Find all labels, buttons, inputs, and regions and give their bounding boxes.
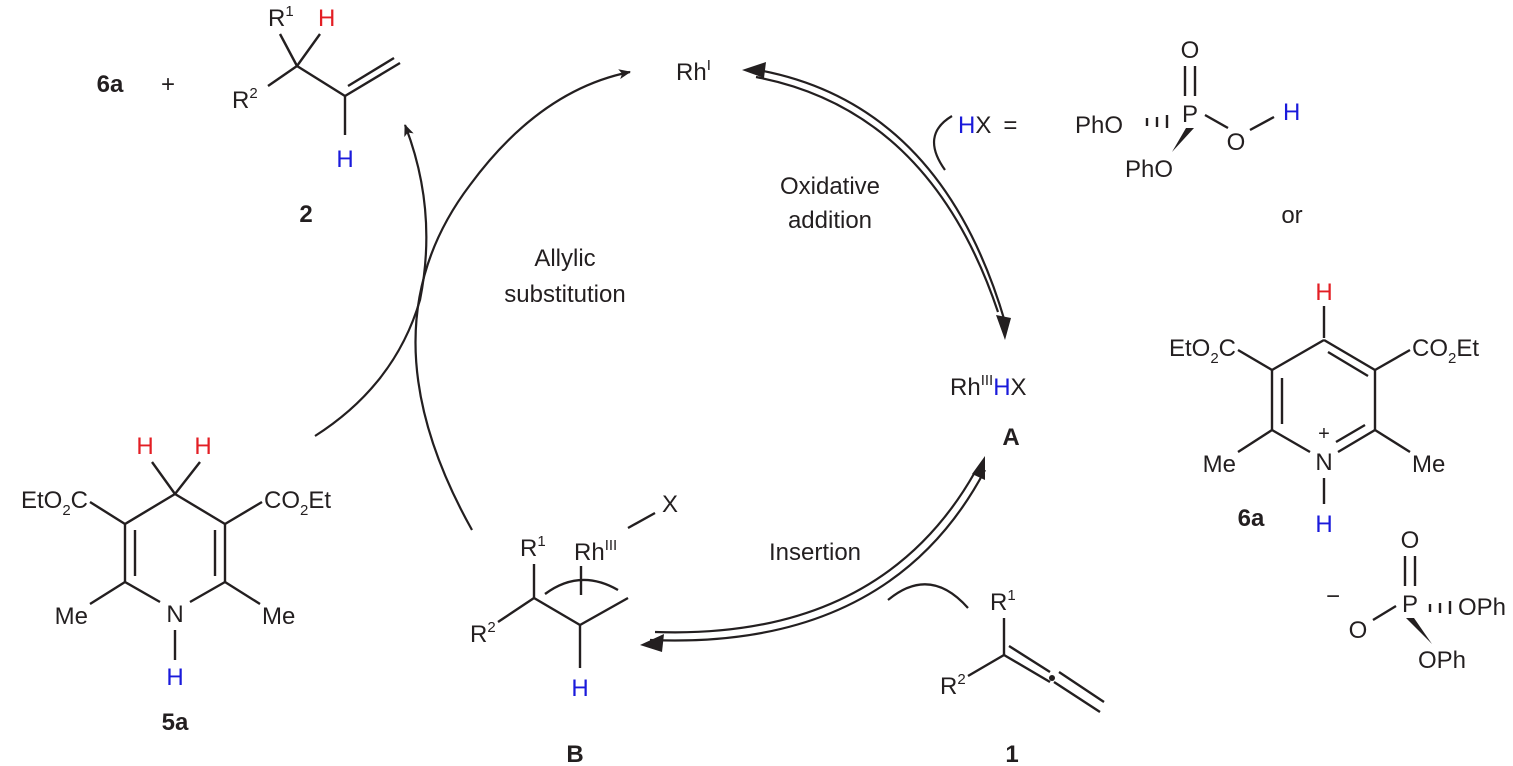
diphenyl-phosphate-anion: O P − O OPh OPh [1326,527,1506,674]
svg-text:RhIIIHX: RhIIIHX [950,372,1027,401]
svg-text:OPh: OPh [1458,594,1506,621]
svg-text:EtO2C: EtO2C [1169,335,1236,367]
or-separator: or [1281,202,1302,229]
step-oxidative-line2: addition [788,207,872,234]
svg-text:R2: R2 [940,671,966,700]
svg-text:+: + [1318,423,1330,445]
svg-text:H: H [166,664,183,691]
label-A: A [1002,424,1019,451]
step-oxidative-line1: Oxidative [780,173,880,200]
svg-text:H: H [136,433,153,460]
arrow-A-to-B-outer [649,469,986,642]
wedge-bond-phosphate [1406,618,1432,644]
svg-text:R1: R1 [990,587,1016,616]
svg-text:H: H [194,433,211,460]
svg-text:O: O [1181,37,1200,64]
svg-text:Me: Me [1412,451,1445,478]
step-allylic-line1: Allylic [534,245,595,272]
svg-text:Me: Me [55,603,88,630]
label-5a: 5a [162,709,189,736]
svg-text:H: H [1283,99,1300,126]
svg-text:HX=: HX= [958,112,1017,139]
svg-text:Me: Me [262,603,295,630]
step-insertion: Insertion [769,539,861,566]
arrow-head-to-A-bottom [972,456,985,480]
hashed-bond-left [1145,115,1169,128]
svg-text:EtO2C: EtO2C [21,487,88,519]
pyridinium-6a: H N + H CO2Et EtO2C Me Me 6a [1169,279,1479,538]
label-6a: 6a [1238,505,1265,532]
svg-text:Me: Me [1203,451,1236,478]
svg-text:H: H [571,675,588,702]
arrow-rh1-to-A-inner [755,75,1000,313]
allene-1: R1 R2 1 [940,587,1105,766]
arrow-B-to-rh1 [414,69,631,531]
svg-text:N: N [166,601,183,628]
svg-text:R2: R2 [470,619,496,648]
arrow-allene-entering [887,583,969,609]
svg-text:H: H [336,146,353,173]
svg-text:P: P [1402,591,1418,618]
cycle-arrows [314,62,1011,652]
svg-text:O: O [1227,129,1246,156]
svg-text:R2: R2 [232,85,258,114]
rh1-catalyst: RhI [676,57,711,86]
arrow-hx-entering [932,115,953,171]
svg-text:O: O [1401,527,1420,554]
hx-definition: HX= [958,112,1017,139]
svg-text:+: + [161,71,175,98]
svg-text:N: N [1315,449,1332,476]
svg-text:CO2Et: CO2Et [1412,335,1479,367]
diphenyl-phosphoric-acid: O P PhO PhO O H [1075,37,1300,183]
arrow-head-to-A [996,315,1011,340]
label-B: B [566,741,583,766]
svg-text:PhO: PhO [1075,112,1123,139]
svg-text:OPh: OPh [1418,647,1466,674]
svg-text:R1: R1 [268,3,294,32]
arrow-head-to-rh1 [742,62,766,78]
arrow-5a-to-2 [314,124,428,437]
svg-text:R1: R1 [520,533,546,562]
svg-text:6a: 6a [97,71,124,98]
svg-text:H: H [318,5,335,32]
svg-text:CO2Et: CO2Et [264,487,331,519]
arrow-A-to-B-inner [654,471,976,634]
svg-text:PhO: PhO [1125,156,1173,183]
svg-text:H: H [1315,511,1332,538]
svg-text:RhI: RhI [676,57,711,86]
svg-text:X: X [662,491,678,518]
arrow-rh1-to-A-outer [751,67,1007,323]
svg-text:−: − [1326,583,1340,610]
step-allylic-line2: substitution [504,281,625,308]
svg-text:O: O [1349,617,1368,644]
svg-text:P: P [1182,101,1198,128]
product-2: 6a + R1 H R2 H 2 [97,3,401,228]
svg-text:H: H [1315,279,1332,306]
svg-text:RhIII: RhIII [574,537,617,566]
label-1: 1 [1005,741,1018,766]
intermediate-A: RhIIIHX A [950,372,1027,451]
intermediate-B: R1 RhIII X R2 H B [470,491,678,766]
wedge-bond-down [1172,128,1194,152]
arrow-head-to-B [640,634,664,652]
hashed-bond-right [1428,601,1452,614]
label-2: 2 [299,201,312,228]
hantzsch-ester-5a: H H N H CO2Et EtO2C Me Me 5a [21,433,331,736]
